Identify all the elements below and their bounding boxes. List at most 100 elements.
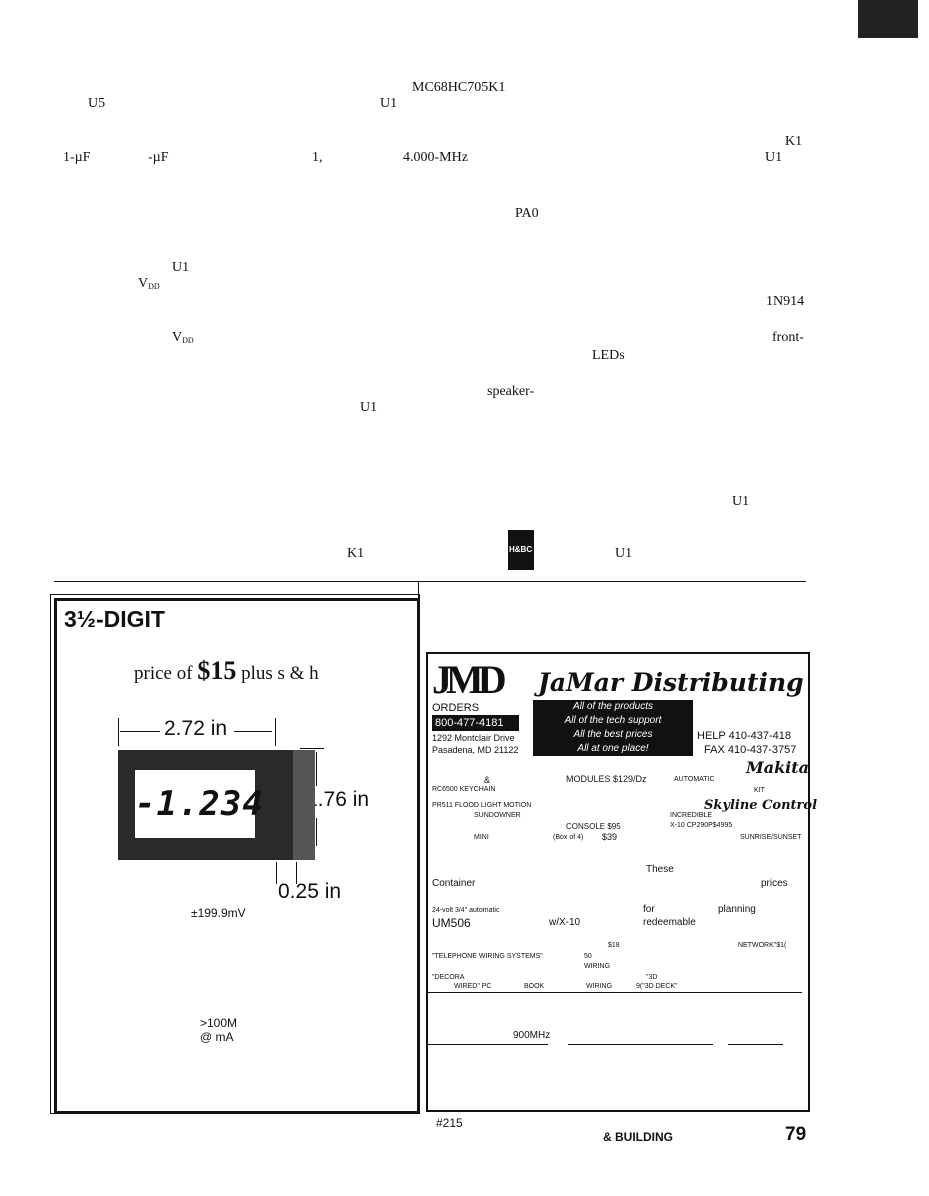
jamar-item: Container — [432, 878, 476, 889]
jamar-item: BOOK — [524, 983, 545, 990]
jamar-item: w/X-10 — [549, 917, 581, 928]
article-text-xtal: 4.000-MHz — [403, 150, 468, 165]
slogan-line: All of the tech support — [564, 715, 662, 726]
jamar-item: "3D — [646, 974, 658, 981]
jamar-item: redeemable — [643, 917, 696, 928]
article-text-k1: K1 — [785, 134, 803, 149]
skyline-logo: Skyline Control — [704, 798, 818, 813]
jamar-item: "TELEPHONE WIRING SYSTEMS" — [432, 953, 543, 960]
jamar-item: NETWORK"$1( — [738, 942, 787, 949]
makita-logo: Makita — [746, 758, 809, 777]
article-text-leds: LEDs — [592, 348, 625, 363]
jamar-item: prices — [761, 878, 788, 889]
jamar-fax: FAX 410-437-3757 — [704, 744, 797, 756]
jamar-item: These — [646, 864, 674, 875]
column-divider — [418, 581, 419, 1111]
jamar-item: & — [484, 775, 491, 785]
jamar-item: SUNRISE/SUNSET — [740, 834, 802, 841]
lcd-impedance: >100M — [200, 1016, 238, 1030]
section-divider — [54, 581, 806, 582]
jamar-orders-label: ORDERS — [432, 702, 480, 714]
article-text-front: front- — [772, 330, 804, 345]
hcbc-logo — [508, 530, 534, 570]
jamar-item: 900MHz — [513, 1030, 551, 1041]
height-dim-line-bottom — [316, 818, 317, 846]
jamar-item: for — [643, 904, 655, 915]
lcd-ad-price: $15 — [197, 656, 237, 685]
height-dim-top — [300, 748, 324, 749]
depth-label: 0.25 in — [278, 880, 342, 903]
rule — [728, 1044, 783, 1045]
slogan-line: All at one place! — [577, 743, 649, 754]
jamar-item: $39 — [602, 832, 618, 842]
rule — [568, 1044, 713, 1045]
jamar-item: "DECORA — [432, 974, 465, 981]
article-text-one: 1, — [312, 150, 323, 165]
article-text-diode: 1N914 — [766, 294, 805, 309]
jamar-item: RC6500 KEYCHAIN — [432, 786, 496, 793]
lcd-ad-price-line: price of $15 plus s & h — [134, 656, 319, 685]
jamar-item: X-10 CP290P$4995 — [670, 822, 733, 829]
width-dim-right — [275, 718, 276, 746]
lcd-ad-title: 3½-DIGIT — [64, 606, 165, 632]
lcd-range: ±199.9mV — [191, 906, 246, 920]
jamar-address1: 1292 Montclair Drive — [432, 733, 515, 743]
jamar-item: SUNDOWNER — [474, 812, 521, 819]
jamar-item: AUTOMATIC — [674, 776, 715, 783]
article-text-u1: U1 — [615, 546, 633, 561]
jamar-item: MODULES $129/Dz — [566, 774, 647, 784]
vdd-label: VDD — [172, 330, 194, 345]
jamar-item: WIRED" PC — [454, 983, 492, 990]
article-text-speaker: speaker- — [487, 384, 535, 399]
vdd-label: VDD — [138, 276, 160, 291]
jamar-item: KIT — [754, 787, 765, 794]
height-dim-line-top — [316, 752, 317, 786]
jamar-name: JaMar Distributing — [538, 668, 804, 697]
width-label: 2.72 in — [164, 717, 228, 740]
rule — [428, 992, 802, 993]
jamar-item: WIRING — [584, 963, 611, 970]
jamar-item: 50 — [584, 953, 592, 960]
jamar-item: $18 — [608, 942, 620, 949]
slogan-line: All of the products — [572, 701, 654, 712]
jamar-item: 9("3D DECK" — [636, 983, 678, 990]
jamar-phone: 800-477-4181 — [432, 715, 519, 731]
height-label: 1.76 in — [306, 788, 370, 811]
slogan-line: All the best prices — [573, 729, 653, 740]
jamar-logo: JMD — [432, 657, 507, 702]
jamar-item: WIRING — [586, 983, 613, 990]
article-text-u1: U1 — [360, 400, 378, 415]
article-text-k1: K1 — [347, 546, 365, 561]
depth-dim-left — [276, 862, 277, 884]
width-dim-line-left — [120, 731, 160, 732]
article-text-u1: U1 — [380, 96, 398, 111]
jamar-item: 24-volt 3/4" automatic — [432, 907, 500, 914]
depth-dim-right — [296, 862, 297, 884]
article-text-u1: U1 — [732, 494, 750, 509]
jamar-ad-border — [426, 652, 810, 1112]
lcd-module-side — [293, 750, 315, 860]
article-text-mc68: MC68HC705K1 — [412, 80, 506, 95]
hcbc-logo-text: H&BC — [509, 545, 533, 554]
rule — [428, 1044, 548, 1045]
lcd-current: @ mA — [200, 1030, 234, 1044]
footer-section: & BUILDING — [603, 1130, 673, 1144]
article-text-cap1: 1-µF — [63, 150, 91, 165]
jamar-item: PR511 FLOOD LIGHT MOTION — [432, 802, 532, 809]
article-text-u5: U5 — [88, 96, 106, 111]
corner-block — [858, 0, 918, 38]
jamar-item: MINI — [474, 834, 489, 841]
jamar-address2: Pasadena, MD 21122 — [432, 745, 519, 755]
article-text-pa0: PA0 — [515, 206, 539, 221]
jamar-slogans: All of the products All of the tech supp… — [533, 700, 693, 756]
article-text-u1: U1 — [172, 260, 190, 275]
width-dim-line-right — [234, 731, 272, 732]
article-text-cap2: -µF — [148, 150, 169, 165]
jamar-item: (Box of 4) — [553, 834, 584, 841]
jamar-item: CONSOLE $95 — [566, 822, 621, 831]
jamar-help: HELP 410-437-418 — [697, 730, 791, 742]
width-dim-left — [118, 718, 119, 746]
reader-service-number: #215 — [436, 1116, 463, 1130]
jamar-item: UM506 — [432, 916, 471, 930]
lcd-display-value: -1.234 — [135, 770, 263, 838]
